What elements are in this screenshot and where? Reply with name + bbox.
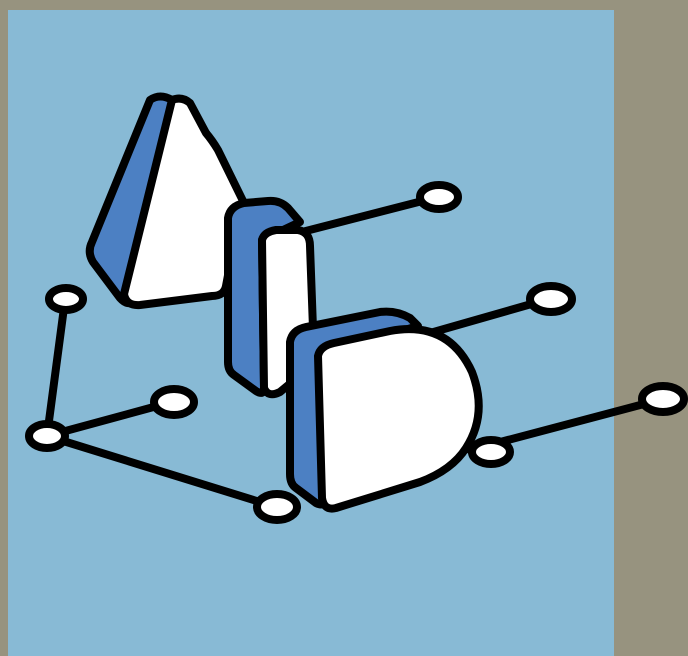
connector-line (43, 296, 69, 440)
d-shape-prism-face (314, 325, 483, 513)
connector-node (150, 385, 198, 419)
connector-node (526, 282, 576, 316)
connector-node-hub (25, 420, 69, 452)
connector-nodes (25, 181, 688, 524)
connector-line (43, 432, 280, 511)
connector-node (253, 490, 301, 524)
connector-line (43, 398, 176, 440)
connector-node (416, 181, 462, 213)
connector-node (468, 436, 514, 468)
connector-node (45, 284, 87, 314)
triangle-prism (85, 92, 250, 310)
connector-node (638, 382, 688, 416)
connector-lines-left (43, 296, 280, 511)
d-shape-prism (286, 307, 483, 513)
connector-line (294, 193, 442, 237)
